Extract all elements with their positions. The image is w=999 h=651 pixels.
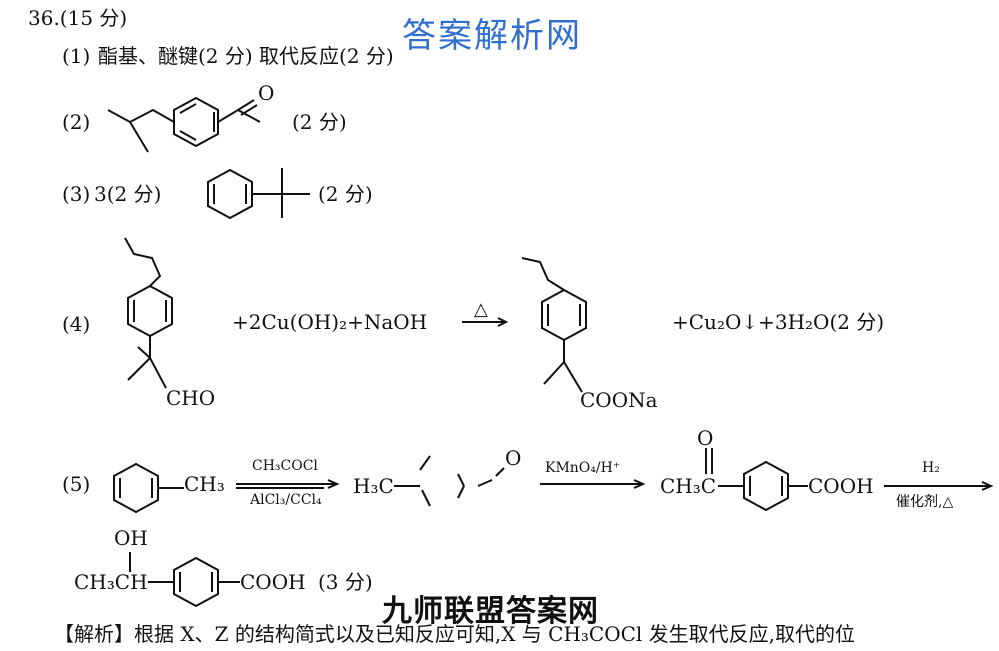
part4-byproducts: +Cu₂O↓+3H₂O(2 分) [672,310,885,334]
part5-step3-bottom: 催化剂,△ [896,494,954,510]
part5-int2-left: CH₃C [660,474,717,498]
part2-label: (2) [62,110,91,134]
part5-int2-right: COOH [808,474,874,498]
analysis-line: 【解析】根据 X、Z 的结构简式以及已知反应可知,X 与 CH₃COCl 发生取… [54,622,855,646]
watermark-bottom: 九师联盟答案网 [382,594,599,629]
part5-int2-ring [743,460,789,512]
part5-product-score: (3 分) [318,570,373,594]
part5-step1-bottom: AlCl₃/CCl₄ [250,492,322,508]
part3-answer: 3(2 分) [94,182,162,206]
part4-reagents: +2Cu(OH)₂+NaOH [232,310,428,334]
part2-score: (2 分) [292,110,347,134]
question-header: 36.(15 分) [28,6,128,30]
part4-reactant-group: CHO [166,386,216,410]
part5-product-right: COOH [240,570,306,594]
part3-score: (2 分) [318,182,373,206]
part5-int1-left: H₃C [353,474,394,498]
part5-product-ring [173,556,219,608]
analysis-tag: 【解析】 [54,622,134,646]
part5-int1-structure [394,455,505,507]
part5-int2-o: O [697,426,714,450]
part5-label: (5) [62,472,91,496]
part5-toluene-ring [113,462,159,514]
part4-product-structure [521,257,587,393]
part4-product-group: COONa [580,388,658,412]
part5-step2-top: KMnO₄/H⁺ [545,460,621,476]
part1-label: (1) [62,44,91,68]
part4-label: (4) [62,312,91,336]
part5-toluene-structure [113,462,184,514]
part5-product-oh: OH [114,526,148,550]
part4-reactant-structure [124,237,173,389]
analysis-text: 根据 X、Z 的结构简式以及已知反应可知,X 与 CH₃COCl 发生取代反应,… [134,622,856,646]
part5-toluene-ch3: CH₃ [184,472,225,496]
part5-int2-structure [705,448,808,512]
part5-step3-top: H₂ [922,460,940,476]
part3-label: (3) [62,182,91,206]
part3-benzene-ring [207,168,253,220]
part3-structure [207,168,310,220]
part4-condition: △ [474,299,488,320]
part5-int1-o: O [505,446,522,470]
part1-answer: 酯基、醚键(2 分) 取代反应(2 分) [98,44,394,68]
watermark-top: 答案解析网 [402,16,582,56]
part2-carbonyl-o: O [258,81,274,105]
part5-product-structure [129,552,240,608]
part5-step1-top: CH₃COCl [252,458,318,474]
part5-product-left: CH₃CH [74,570,148,594]
part2-benzene-ring [173,96,219,148]
part2-structure: O [107,81,274,153]
